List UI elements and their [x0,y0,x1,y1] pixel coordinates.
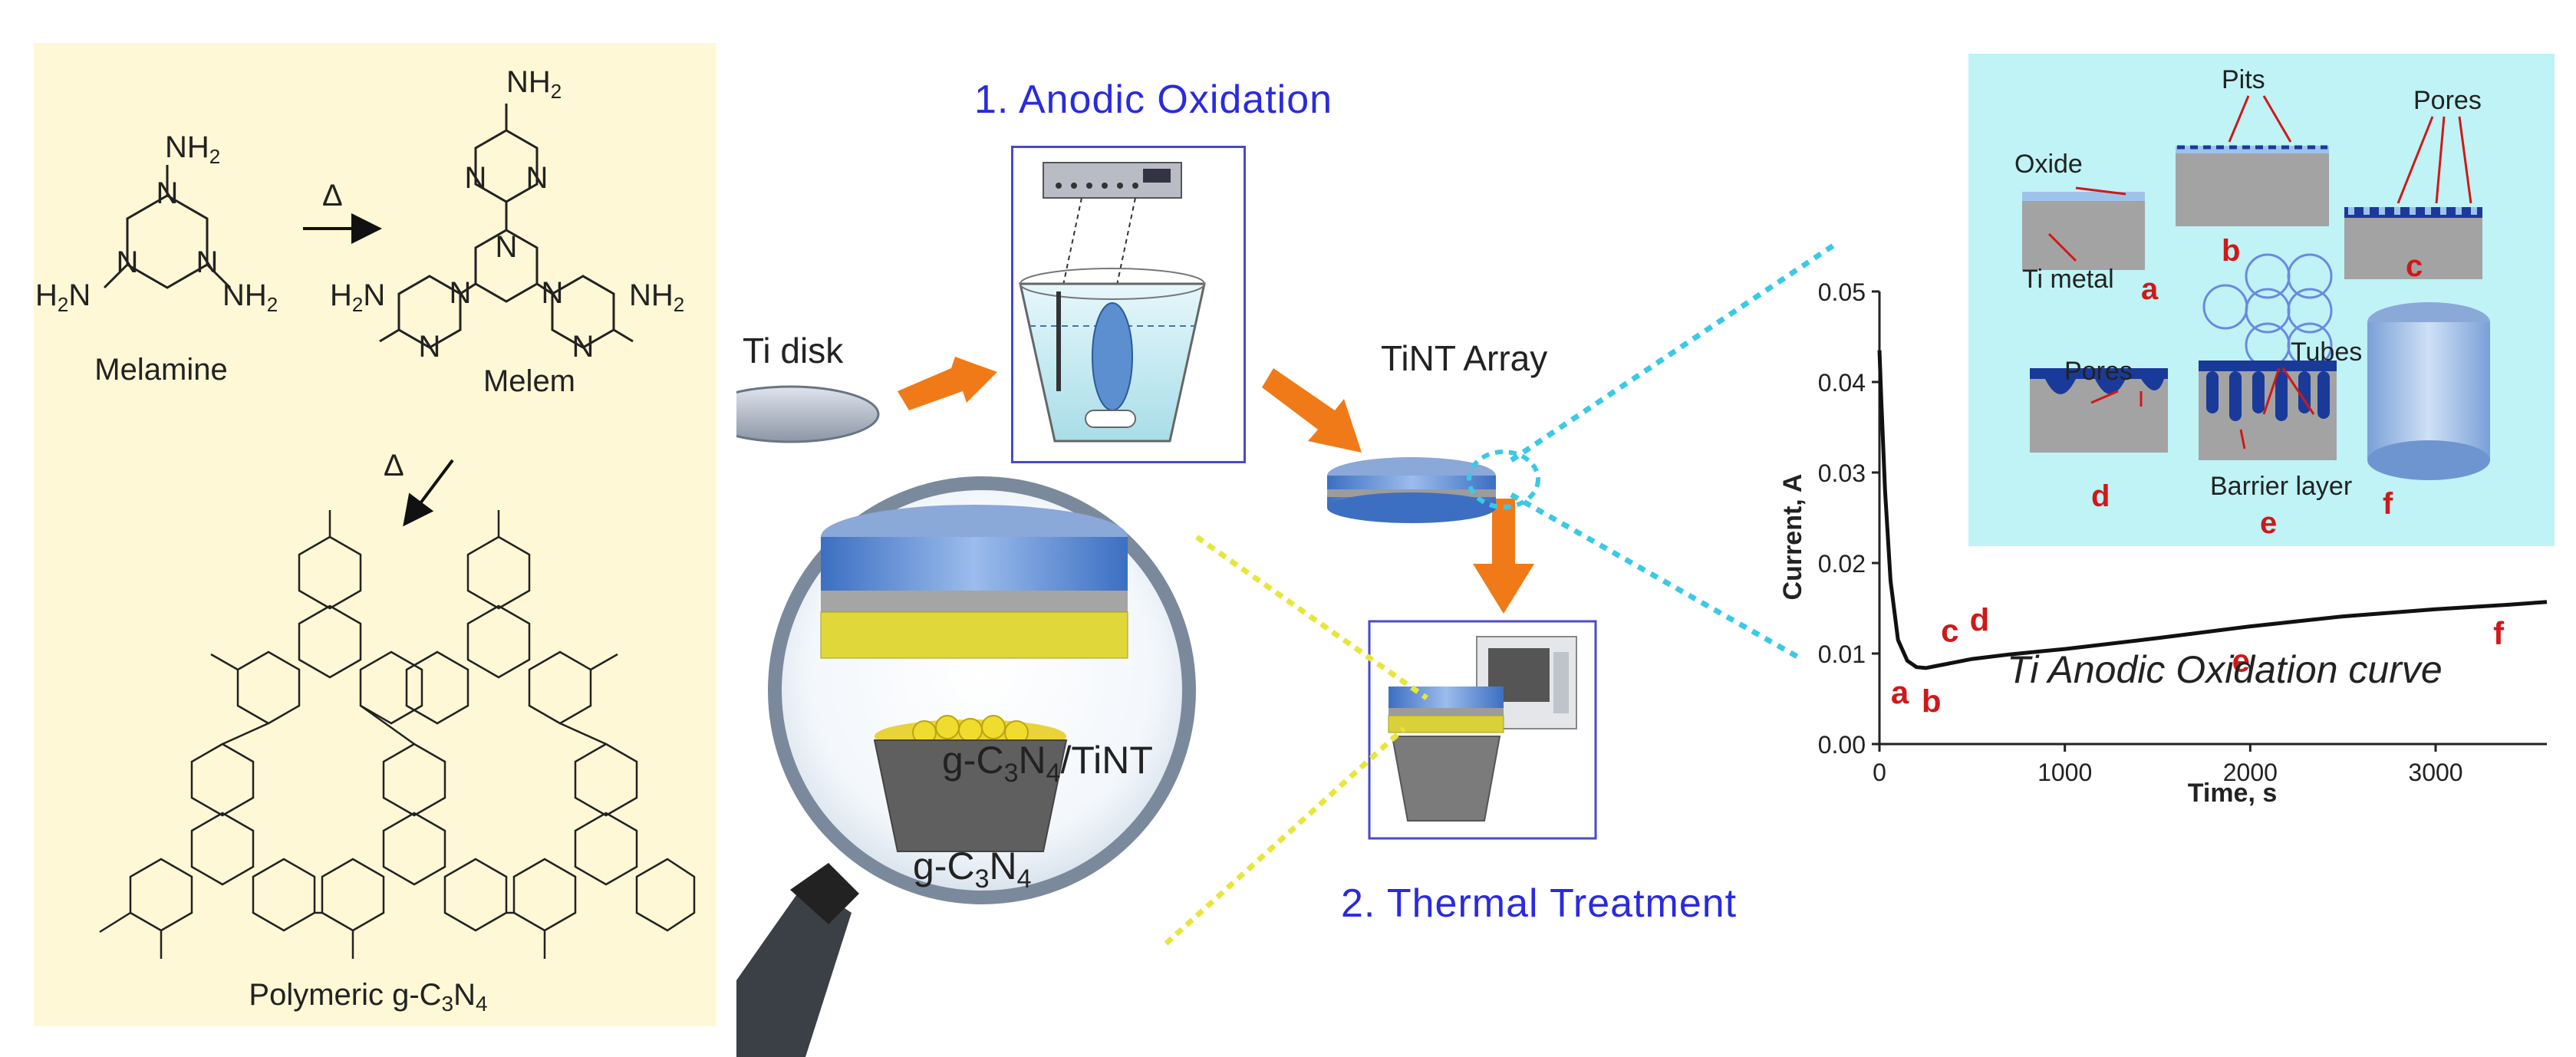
crucible-composite-small [1388,687,1504,822]
svg-text:N: N [156,176,179,210]
stage-b-block [2176,145,2329,226]
composite-disk-large [820,505,1128,659]
arrow-to-array [1262,368,1362,453]
composite-label: g-C3N4/TiNT [942,739,1153,788]
chart-title: Ti Anodic Oxidation curve [2007,648,2442,691]
melamine-nh2-right: NH2 [222,278,278,316]
melamine-label: Melamine [94,353,227,387]
stage-e-label: e [2260,506,2277,540]
tint-array-label: TiNT Array [1381,338,1548,378]
stage-c-block [2344,207,2482,279]
stage-d-block [2030,368,2168,453]
svg-text:N: N [526,161,548,195]
stage-schematics: Oxide Pits Pores Ti metal Pores Tubes Ba… [2014,65,2490,540]
svg-text:N: N [419,330,441,364]
oxide-label: Oxide [2014,150,2083,179]
melem-nh2-right: NH2 [629,278,684,316]
stage-a-block [2022,192,2145,270]
ti-disk [736,385,880,443]
arrow-to-anodization [898,357,997,410]
x-tick-label: 2000 [2223,759,2278,786]
step1-title: 1. Anodic Oxidation [974,77,1333,122]
tubes-label: Tubes [2291,338,2362,367]
annotation-pointers [2047,95,2472,449]
synthesis-scheme: N N N N N N N N N N NH2 NH2 H2N NH2 NH2 … [35,65,696,1016]
svg-text:N: N [465,161,487,195]
stage-f-label: f [2383,487,2393,521]
polymer-network [99,510,696,959]
y-tick-label: 0.04 [1818,369,1866,397]
curve-point-a: a [1891,674,1909,710]
svg-text:N: N [542,276,564,310]
delta-symbol-2: Δ [384,449,404,482]
stage-d-label: d [2091,479,2110,513]
x-axis-label: Time, s [2188,779,2278,808]
gcn-crucible-large [873,715,1068,852]
y-tick-label: 0.01 [1818,640,1866,668]
curve-point-d: d [1970,602,1990,638]
pores-top-label: Pores [2413,86,2482,115]
pits-label: Pits [2222,65,2265,94]
melem-structure [379,104,634,349]
x-tick-label: 0 [1873,759,1886,786]
y-tick-label: 0.00 [1818,731,1866,759]
svg-text:N: N [196,245,219,279]
svg-text:N: N [496,230,518,264]
stage-f-tube-bundle [2367,302,2490,480]
ti-disk-label: Ti disk [743,331,844,370]
x-tick-label: 1000 [2037,759,2092,786]
melem-label: Melem [483,364,575,398]
x-tick-label: 3000 [2408,759,2462,786]
stage-a-label: a [2141,272,2159,306]
tint-array-icon [1327,457,1496,523]
curve-point-c: c [1941,613,1958,649]
zoom-line-upper [1194,535,1429,700]
reaction-arrow-2 [403,459,454,527]
gcn-label: g-C3N4 [913,845,1032,894]
stage-e-block [2199,361,2337,460]
ti-metal-label: Ti metal [2022,265,2114,294]
delta-symbol-1: Δ [322,179,343,212]
polymer-label: Polymeric g-C3N4 [249,978,487,1016]
melem-h2n-left: H2N [330,278,385,316]
arrow-to-thermal [1473,499,1534,614]
melem-nh2-top: NH2 [506,65,562,103]
stage-b-label: b [2222,234,2240,268]
y-tick-label: 0.02 [1818,550,1866,578]
curve-point-e: e [2232,643,2250,679]
pores-bottom-label: Pores [2064,357,2133,386]
stage-c-label: c [2406,249,2423,283]
process-diagram [736,162,1597,1057]
pore-cross-section-icon [2202,253,2333,368]
step2-title: 2. Thermal Treatment [1341,881,1738,926]
barrier-label: Barrier layer [2210,472,2352,501]
curve-point-f: f [2493,615,2505,651]
furnace-icon [1476,636,1577,729]
y-tick-label: 0.05 [1818,278,1866,306]
current-curve [1877,350,2548,670]
melamine-nh2-top: NH2 [165,130,220,168]
svg-text:N: N [117,245,139,279]
y-tick-label: 0.03 [1818,459,1866,487]
zoom-line-lower [1164,726,1406,946]
cyan-zoom-lines [1510,243,1835,663]
nitrogen-atoms: N N N N N N N N N N [117,161,595,364]
svg-text:N: N [450,276,472,310]
zoom-circle [1467,449,1540,509]
svg-text:N: N [572,330,595,364]
melamine-h2n-left: H2N [35,278,91,316]
y-axis-label: Current, A [1778,474,1807,601]
curve-point-b: b [1922,683,1942,719]
melamine-ring [126,194,209,289]
